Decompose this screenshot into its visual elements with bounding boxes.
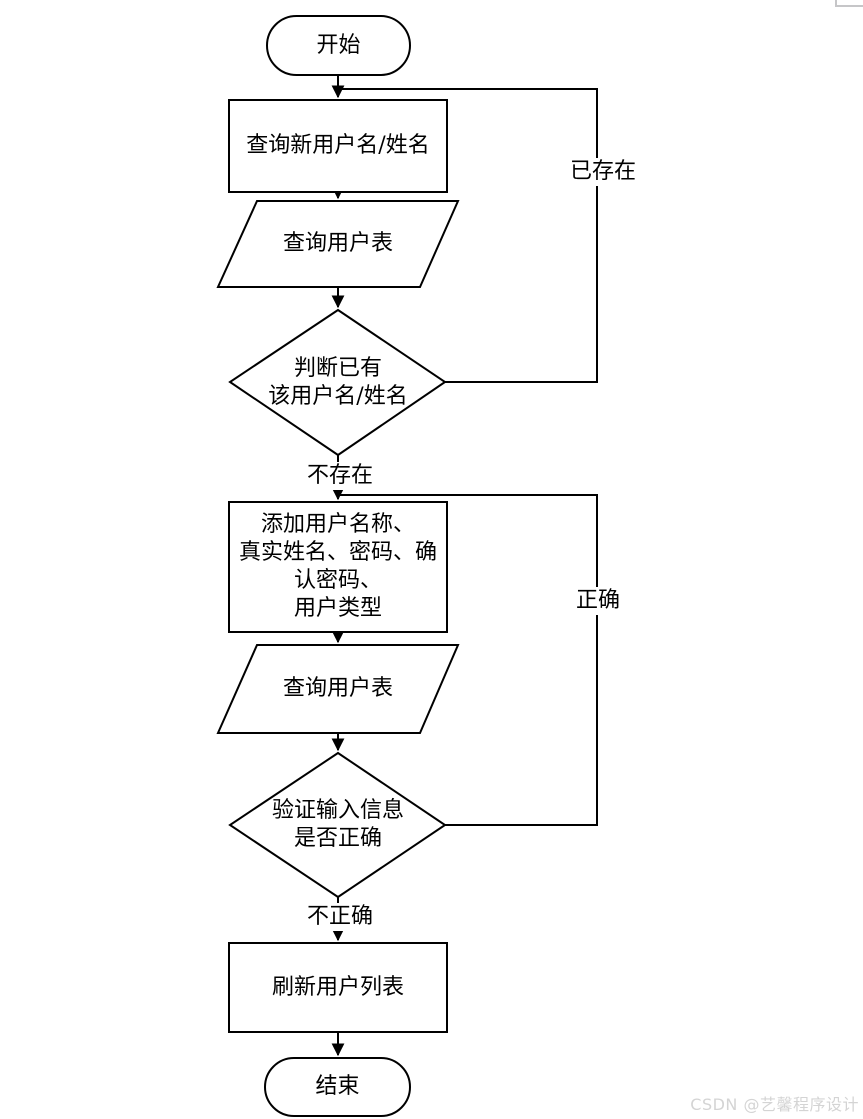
verify-input-label: 验证输入信息 是否正确 [271, 798, 404, 851]
query-user-table-1-label: 查询用户表 [282, 231, 393, 256]
edge-label-correct: 正确 [570, 587, 626, 615]
frame-corner-mark [835, 0, 863, 7]
verify-input-decision-shape [228, 751, 447, 899]
refresh-list-label: 刷新用户列表 [271, 974, 404, 1000]
edge-loop-correct [338, 494, 598, 826]
edge-label-not-exists: 不存在 [298, 462, 382, 490]
query-new-user-label: 查询新用户名/姓名 [246, 133, 430, 158]
start-terminator-shape [266, 15, 411, 76]
add-user-label: 添加用户名称、 真实姓名、密码、确 认密码、 用户类型 [238, 512, 437, 621]
end-terminator-shape [264, 1057, 411, 1117]
refresh-list-process-shape [228, 942, 448, 1033]
check-exists-decision-shape [228, 308, 447, 457]
query-user-table-2-label: 查询用户表 [282, 676, 393, 701]
query-user-table-1-parallelogram-shape [216, 200, 460, 288]
start-terminator-label: 开始 [316, 32, 361, 58]
edge-label-exists: 已存在 [561, 158, 645, 186]
edge-label-incorrect: 不正确 [298, 903, 382, 931]
end-terminator-label: 结束 [315, 1074, 360, 1099]
query-user-table-2-parallelogram-shape [216, 644, 460, 734]
query-new-user-process-shape [228, 99, 448, 193]
add-user-process-shape [228, 501, 448, 633]
edge-loop-exists [338, 88, 598, 383]
check-exists-label: 判断已有 该用户名/姓名 [268, 356, 408, 409]
csdn-watermark: CSDN @艺馨程序设计 [690, 1095, 859, 1114]
